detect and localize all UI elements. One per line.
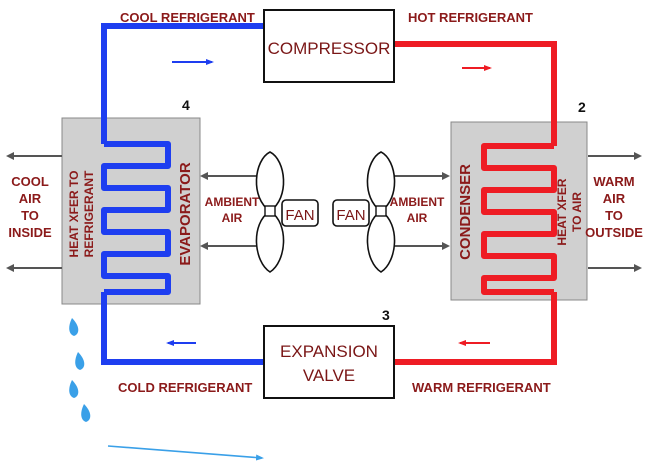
- compressor-label: COMPRESSOR: [268, 39, 391, 58]
- cool-refrigerant-label: COOL REFRIGERANT: [120, 10, 255, 25]
- warm-air-line4: OUTSIDE: [585, 225, 643, 240]
- left-ambient-line2: AIR: [222, 211, 243, 225]
- left-heat-xfer-line1: HEAT XFER TO: [67, 171, 81, 258]
- left-fan-box: [281, 199, 319, 227]
- hot-refrigerant-label: HOT REFRIGERANT: [408, 10, 533, 25]
- cool-air-line1: COOL: [11, 174, 49, 189]
- warm-refrigerant-pipe: [394, 292, 557, 365]
- cold-refrigerant-pipe: [101, 292, 264, 365]
- right-fan-box: [332, 199, 370, 227]
- state-number-3: 3: [382, 307, 390, 323]
- right-fan-icon: [366, 151, 396, 273]
- cool-air-line4: INSIDE: [8, 225, 52, 240]
- right-ambient-line2: AIR: [407, 211, 428, 225]
- right-heat-xfer-line2: TO AIR: [570, 192, 584, 232]
- cold-refrigerant-label: COLD REFRIGERANT: [118, 380, 252, 395]
- warm-air-line1: WARM: [593, 174, 634, 189]
- right-fan-label: FAN: [336, 207, 365, 224]
- condenser-coil: [481, 143, 557, 295]
- left-fan-label: FAN: [285, 207, 314, 224]
- warm-refrigerant-label: WARM REFRIGERANT: [412, 380, 551, 395]
- condensate-flow-arrow: [107, 445, 264, 461]
- warm-air-line2: AIR: [603, 191, 626, 206]
- right-ambient-line1: AMBIENT: [390, 195, 445, 209]
- cool-air-line2: AIR: [19, 191, 42, 206]
- left-heat-xfer-line2: REFRIGERANT: [82, 170, 96, 257]
- compressor-box: [263, 9, 395, 83]
- expansion-valve-label-line1: EXPANSION: [280, 342, 378, 361]
- cool-refrigerant-pipe: [101, 23, 264, 144]
- warm-air-line3: TO: [605, 208, 623, 223]
- expansion-valve-box: [263, 325, 395, 399]
- left-ambient-line1: AMBIENT: [205, 195, 260, 209]
- state-number-2: 2: [578, 99, 586, 115]
- cool-air-line3: TO: [21, 208, 39, 223]
- condenser-label: CONDENSER: [457, 164, 474, 260]
- evaporator-coil: [101, 141, 171, 295]
- hot-refrigerant-pipe: [394, 41, 557, 146]
- expansion-valve-label-line2: VALVE: [303, 366, 355, 385]
- evaporator-label: EVAPORATOR: [177, 162, 194, 266]
- right-heat-xfer-line1: HEAT XFER: [555, 178, 569, 245]
- state-number-4: 4: [182, 97, 190, 113]
- left-fan-icon: [255, 151, 285, 273]
- water-drops-icon: [69, 318, 91, 422]
